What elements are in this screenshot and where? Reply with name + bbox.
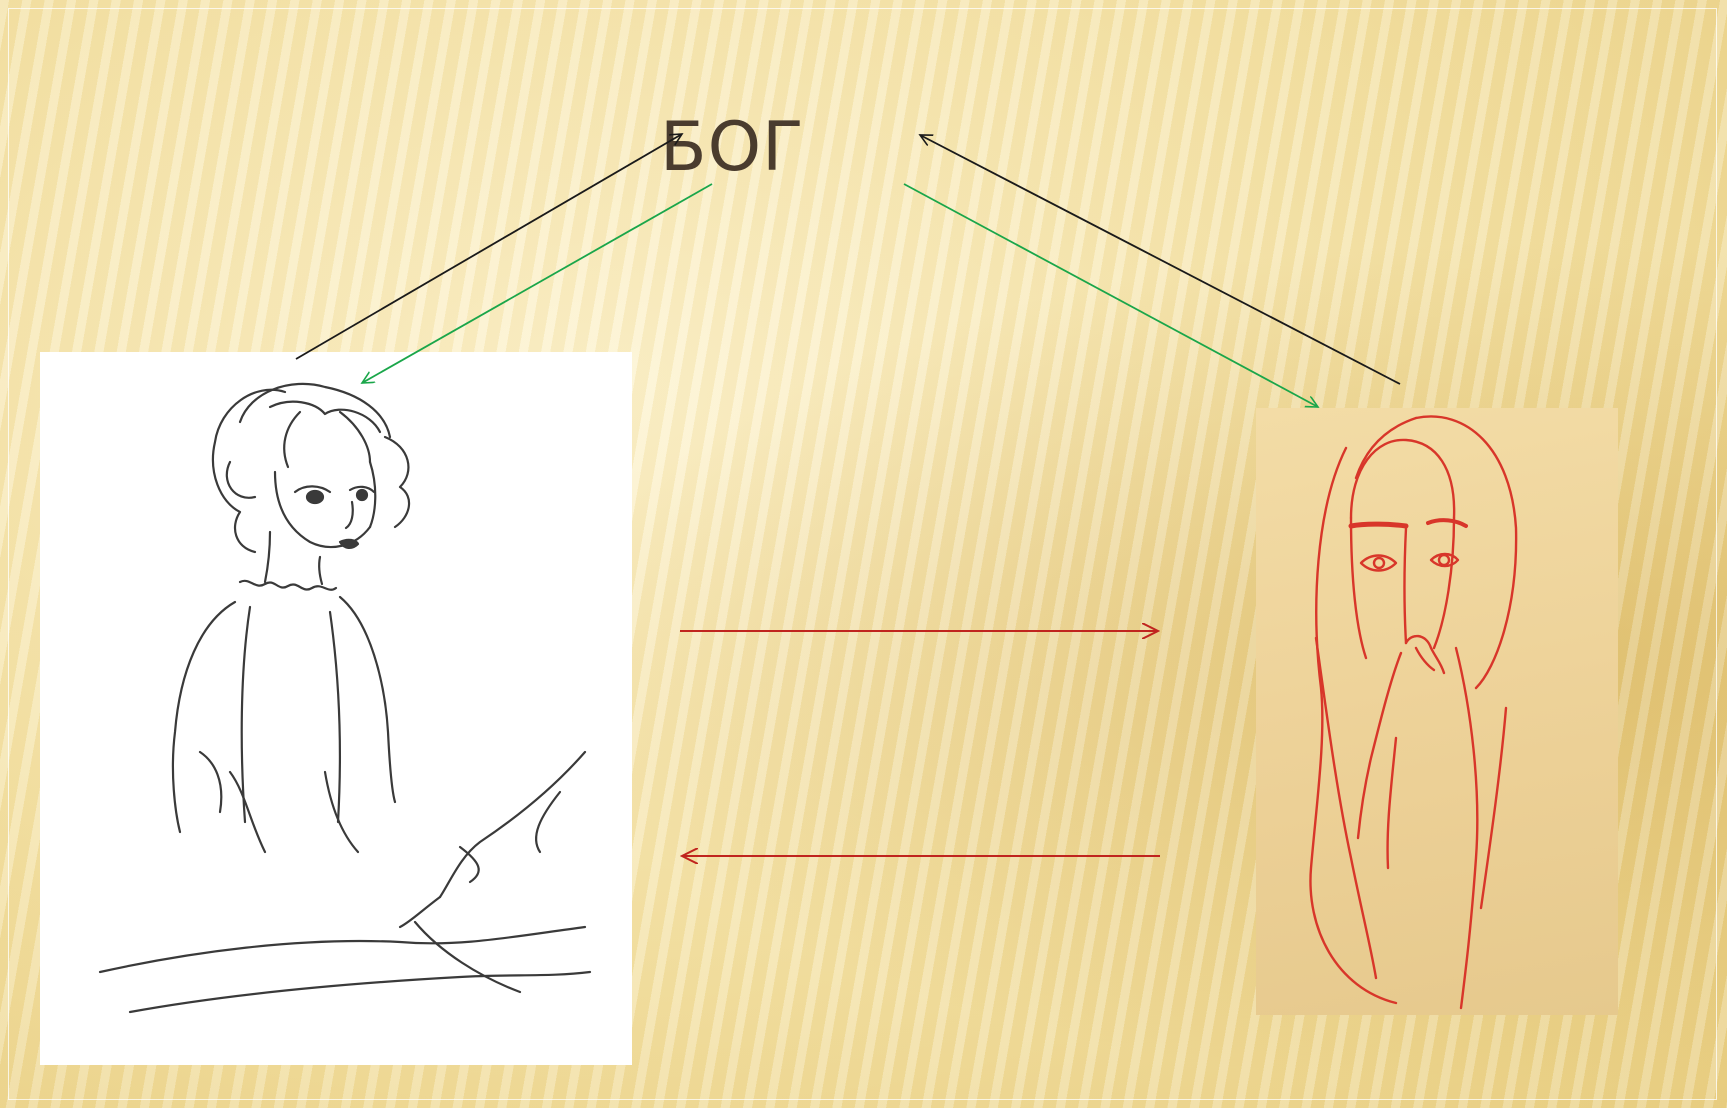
arrow-right-to-god — [920, 135, 1400, 384]
arrow-left-to-god — [296, 134, 682, 359]
arrow-god-to-right — [904, 184, 1318, 407]
arrow-god-to-left — [362, 184, 712, 383]
